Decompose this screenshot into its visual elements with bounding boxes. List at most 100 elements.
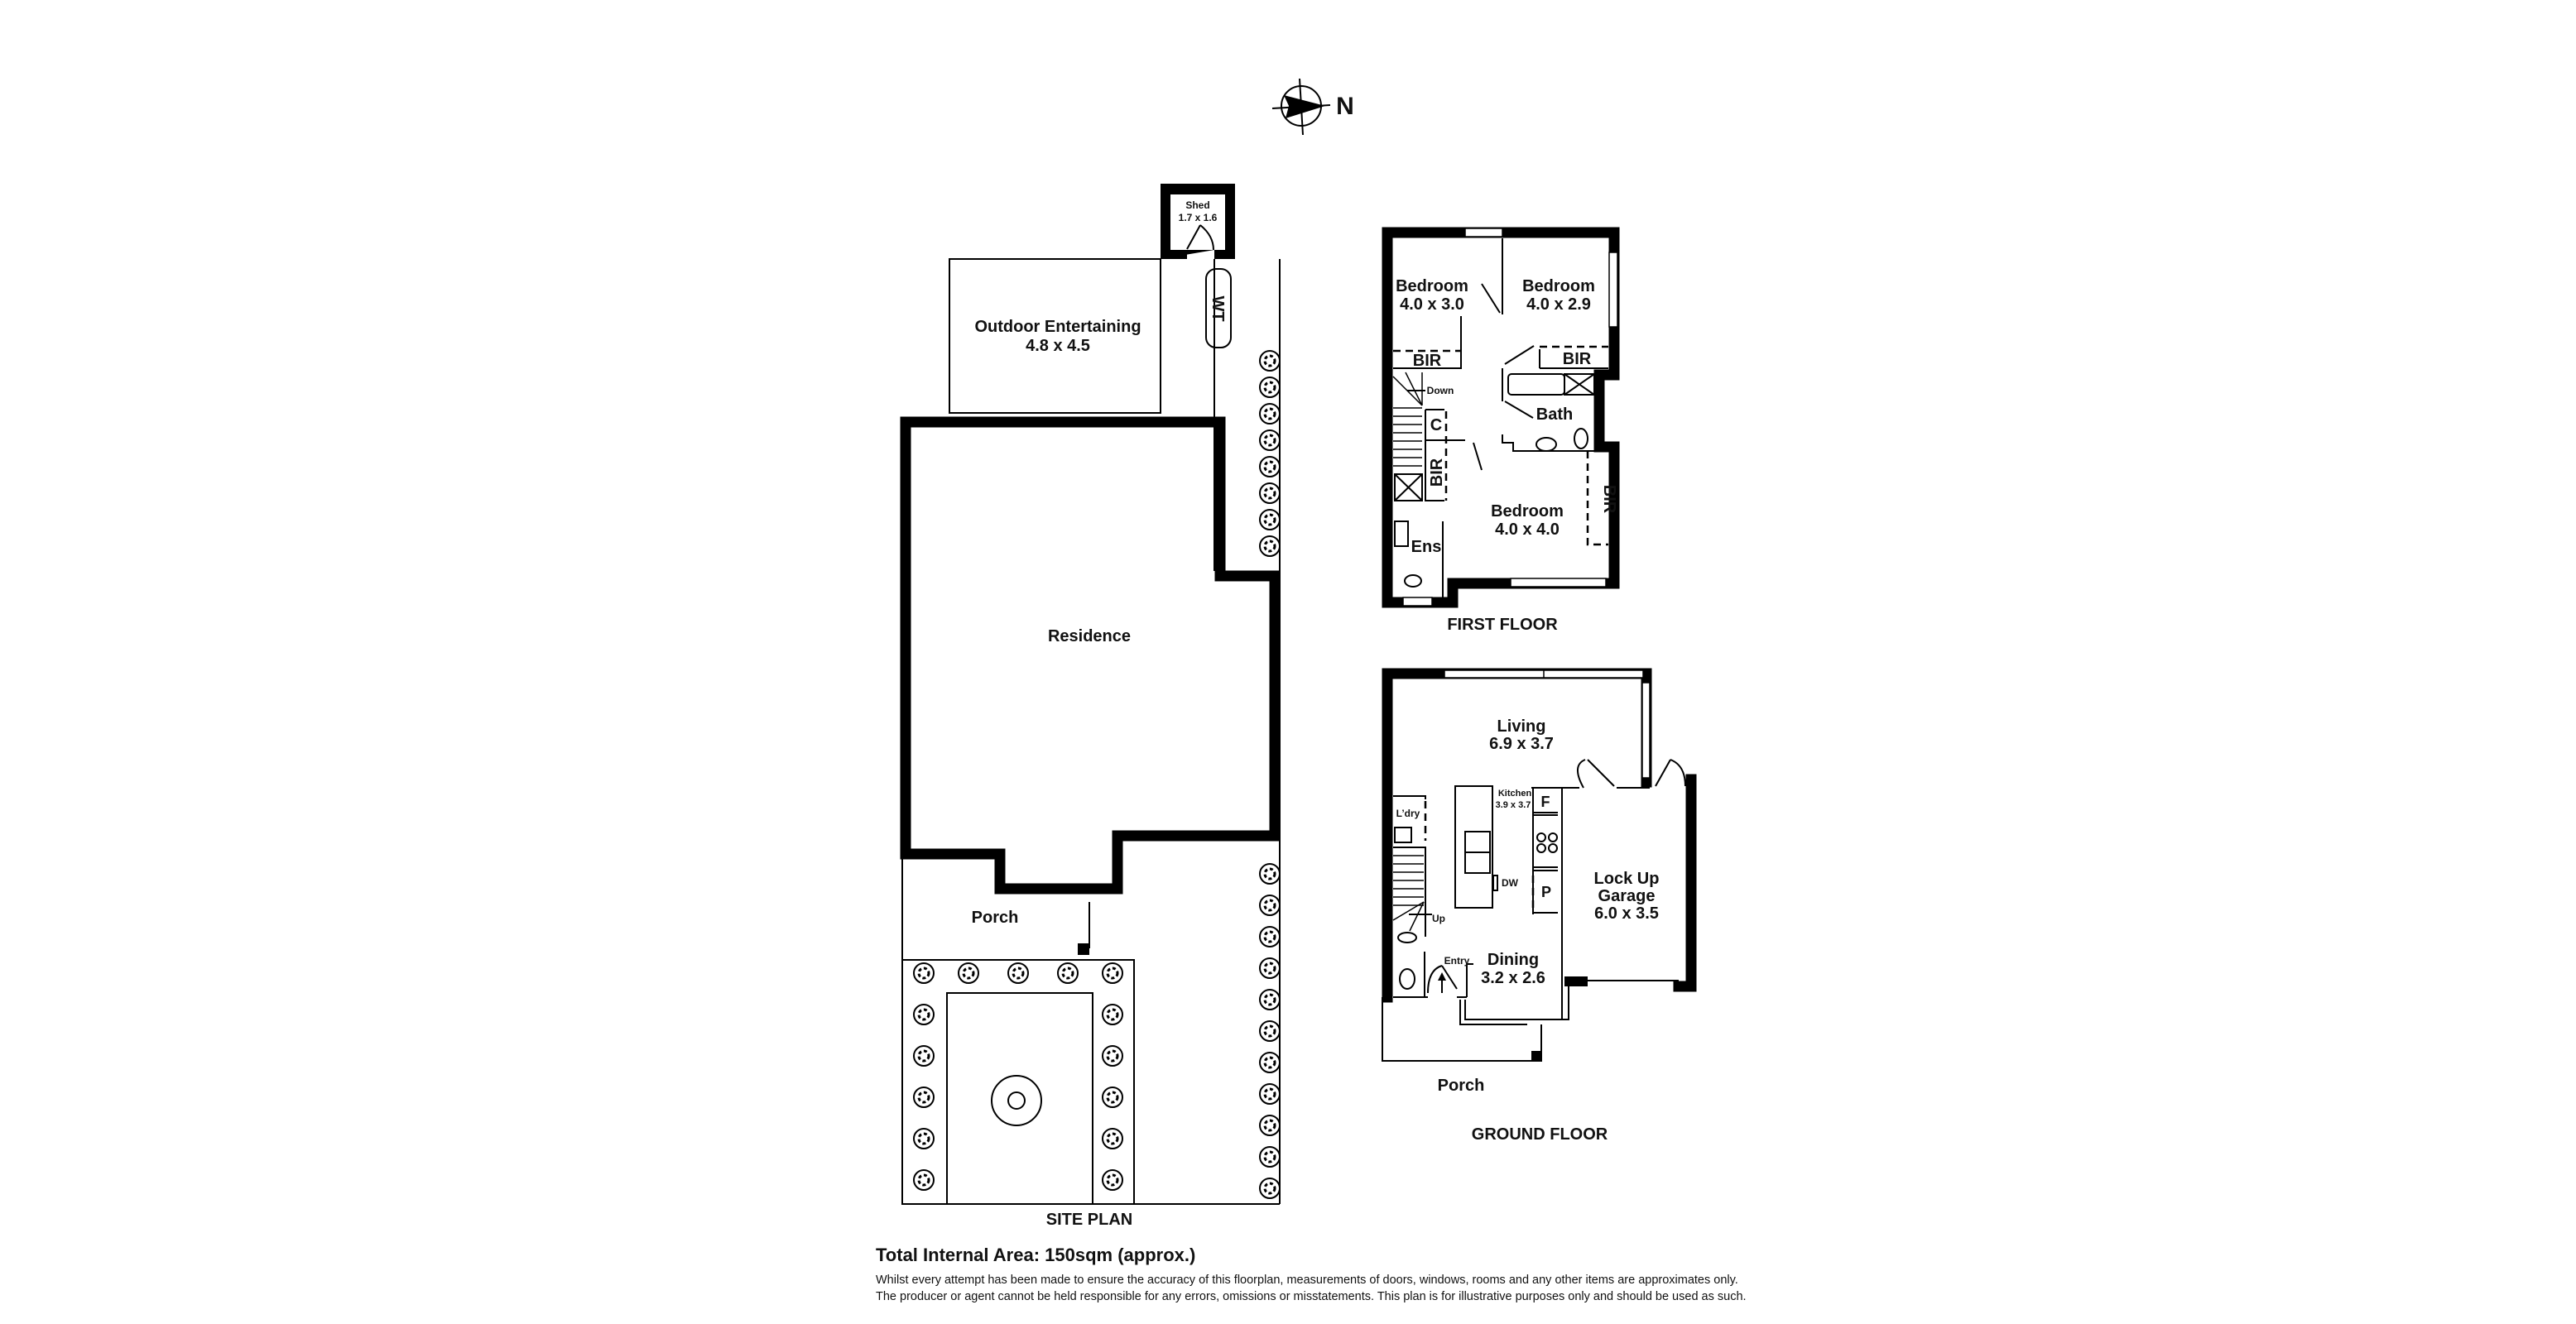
water-tank-label: WT xyxy=(1209,295,1227,321)
stairs-down-label: Down xyxy=(1427,385,1454,396)
shrub-icon-detail xyxy=(1263,513,1276,526)
shrub-icon xyxy=(913,962,935,984)
shrub-icon-detail xyxy=(917,1091,930,1104)
shrub-icon-detail xyxy=(1061,967,1074,980)
dining-size: 3.2 x 2.6 xyxy=(1481,969,1545,987)
shrub-icon-detail xyxy=(1106,1132,1119,1145)
shed-name: Shed xyxy=(1185,199,1209,211)
shrub-icon xyxy=(1259,456,1281,477)
shrub-icon xyxy=(913,1128,935,1149)
ground-porch-label: Porch xyxy=(1438,1077,1485,1095)
ensuite-label: Ens xyxy=(1411,538,1442,556)
kitchen-name: Kitchen xyxy=(1498,789,1532,799)
shrub-icon xyxy=(1259,482,1281,504)
dishwasher-label: DW xyxy=(1502,877,1519,889)
ground-floor-title: GROUND FLOOR xyxy=(1472,1125,1608,1144)
shrub-icon xyxy=(1259,1146,1281,1168)
shrub-icon-detail xyxy=(1263,899,1276,912)
shrub-icon-detail xyxy=(1263,1056,1276,1069)
shed-size: 1.7 x 1.6 xyxy=(1179,212,1218,223)
total-internal-area: Total Internal Area: 150sqm (approx.) xyxy=(876,1245,1195,1265)
bedroom-1-size: 4.0 x 3.0 xyxy=(1400,295,1464,314)
shrub-icon-detail xyxy=(1106,1173,1119,1187)
outdoor-entertaining-size: 4.8 x 4.5 xyxy=(1026,337,1090,355)
shrub-icon xyxy=(1102,1045,1123,1067)
shrub-icon-detail xyxy=(1263,381,1276,394)
cupboard-label: C xyxy=(1430,416,1442,434)
north-arrow-icon xyxy=(1271,78,1331,136)
shrub-icon xyxy=(1259,1178,1281,1199)
shrub-icon-detail xyxy=(962,967,975,980)
shrub-icon-detail xyxy=(1263,867,1276,880)
shrub-icon xyxy=(1259,509,1281,530)
bedroom-1-name: Bedroom xyxy=(1396,277,1468,295)
garage-size: 6.0 x 3.5 xyxy=(1594,904,1659,923)
residence-label: Residence xyxy=(1048,627,1131,645)
laundry-label: L’dry xyxy=(1396,808,1420,819)
shrub-icon-detail xyxy=(1263,487,1276,500)
shrub-icon xyxy=(913,1045,935,1067)
shrub-icon-detail xyxy=(917,1173,930,1187)
outdoor-entertaining-name: Outdoor Entertaining xyxy=(974,318,1141,336)
kitchen-size: 3.9 x 3.7 xyxy=(1496,800,1531,810)
shrub-icon xyxy=(1102,1169,1123,1191)
shrub-icon-detail xyxy=(1263,993,1276,1006)
disclaimer-line-1: Whilst every attempt has been made to en… xyxy=(876,1274,1738,1287)
shrub-icon xyxy=(1259,989,1281,1010)
bedroom-2-size: 4.0 x 2.9 xyxy=(1526,295,1591,314)
shrub-icon-detail xyxy=(917,1049,930,1063)
bir-label-2: BIR xyxy=(1563,350,1592,368)
garage-name-2: Garage xyxy=(1598,887,1656,905)
ground-floor-plan xyxy=(1382,668,1697,1062)
first-floor-plan xyxy=(1382,227,1620,608)
dining-name: Dining xyxy=(1487,951,1539,969)
disclaimer-line-2: The producer or agent cannot be held res… xyxy=(876,1290,1747,1303)
shrub-icon-detail xyxy=(1106,1091,1119,1104)
shrub-icon-detail xyxy=(1106,1049,1119,1063)
bath-label: Bath xyxy=(1536,405,1573,424)
shrub-icon xyxy=(1102,1087,1123,1108)
shrub-icon-detail xyxy=(1263,407,1276,420)
shrub-icon-detail xyxy=(1263,434,1276,447)
living-name: Living xyxy=(1497,717,1546,736)
bedroom-3-size: 4.0 x 4.0 xyxy=(1495,520,1560,539)
shrub-icon xyxy=(1102,962,1123,984)
shrub-icon xyxy=(913,1169,935,1191)
shrub-icon xyxy=(1102,1128,1123,1149)
shrub-icon-detail xyxy=(1263,1150,1276,1163)
shrub-icon xyxy=(1259,403,1281,425)
shrub-icon xyxy=(1259,350,1281,372)
shrub-icon xyxy=(1259,926,1281,947)
shrub-icon xyxy=(913,1087,935,1108)
shrub-icon-detail xyxy=(1106,1008,1119,1021)
shrub-icon xyxy=(1259,535,1281,557)
shrub-icon xyxy=(1259,863,1281,885)
stairs-up-label: Up xyxy=(1432,913,1445,924)
garage-name-1: Lock Up xyxy=(1594,870,1660,888)
entry-label: Entry xyxy=(1444,955,1470,967)
site-plan xyxy=(900,184,1281,1205)
bir-label-4: BIR xyxy=(1600,485,1618,514)
tree-icons xyxy=(913,350,1281,1199)
shrub-icon xyxy=(1259,957,1281,979)
shrub-icon-detail xyxy=(1106,967,1119,980)
living-size: 6.9 x 3.7 xyxy=(1489,735,1554,753)
large-tree-icon xyxy=(991,1075,1042,1126)
bedroom-3-name: Bedroom xyxy=(1491,502,1564,520)
fridge-label: F xyxy=(1541,794,1550,810)
shrub-icon xyxy=(1259,429,1281,451)
bir-label-1: BIR xyxy=(1413,352,1442,370)
shrub-icon xyxy=(1259,1020,1281,1042)
shrub-icon-detail xyxy=(1263,540,1276,553)
shrub-icon-detail xyxy=(1263,1119,1276,1132)
first-floor-title: FIRST FLOOR xyxy=(1447,616,1558,634)
shrub-icon-detail xyxy=(1263,930,1276,943)
shrub-icon xyxy=(1057,962,1079,984)
shrub-icon xyxy=(1259,1115,1281,1136)
shrub-icon-detail xyxy=(1263,962,1276,975)
shrub-icon-detail xyxy=(917,967,930,980)
north-label: N xyxy=(1336,93,1354,120)
shrub-icon-detail xyxy=(1263,1182,1276,1195)
shrub-icon xyxy=(1007,962,1029,984)
bedroom-2-name: Bedroom xyxy=(1522,277,1595,295)
